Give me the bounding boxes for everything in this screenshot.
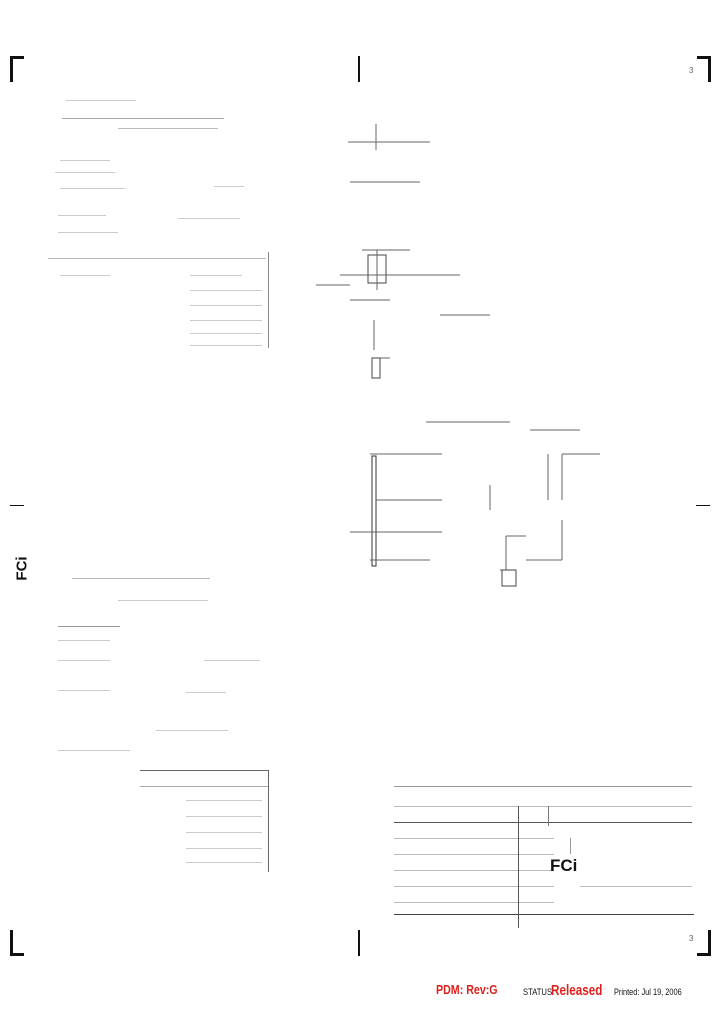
fci-logo-vertical: FCi	[13, 556, 31, 581]
corner-mark-bottom-right	[697, 930, 711, 956]
pdm-revision-label: PDM: Rev:G	[436, 982, 498, 997]
border-tick-bottom	[358, 930, 360, 956]
border-tick-left	[10, 505, 24, 506]
connector-detail-drawing-top	[316, 124, 490, 379]
printed-date: Printed: Jul 19, 2006	[614, 987, 682, 997]
sheet-number-top: 3	[689, 66, 694, 75]
sheet-number-bottom: 3	[689, 934, 694, 943]
border-tick-right	[696, 505, 710, 506]
status-prefix-label: STATUS	[523, 987, 553, 997]
corner-mark-top-right	[697, 56, 711, 82]
fci-logo-title-block: FCi	[550, 856, 578, 875]
corner-mark-top-left	[10, 56, 24, 82]
connector-detail-drawing-middle	[350, 421, 600, 587]
corner-mark-bottom-left	[10, 930, 24, 956]
status-value: Released	[551, 982, 603, 999]
border-tick-top	[358, 56, 360, 82]
